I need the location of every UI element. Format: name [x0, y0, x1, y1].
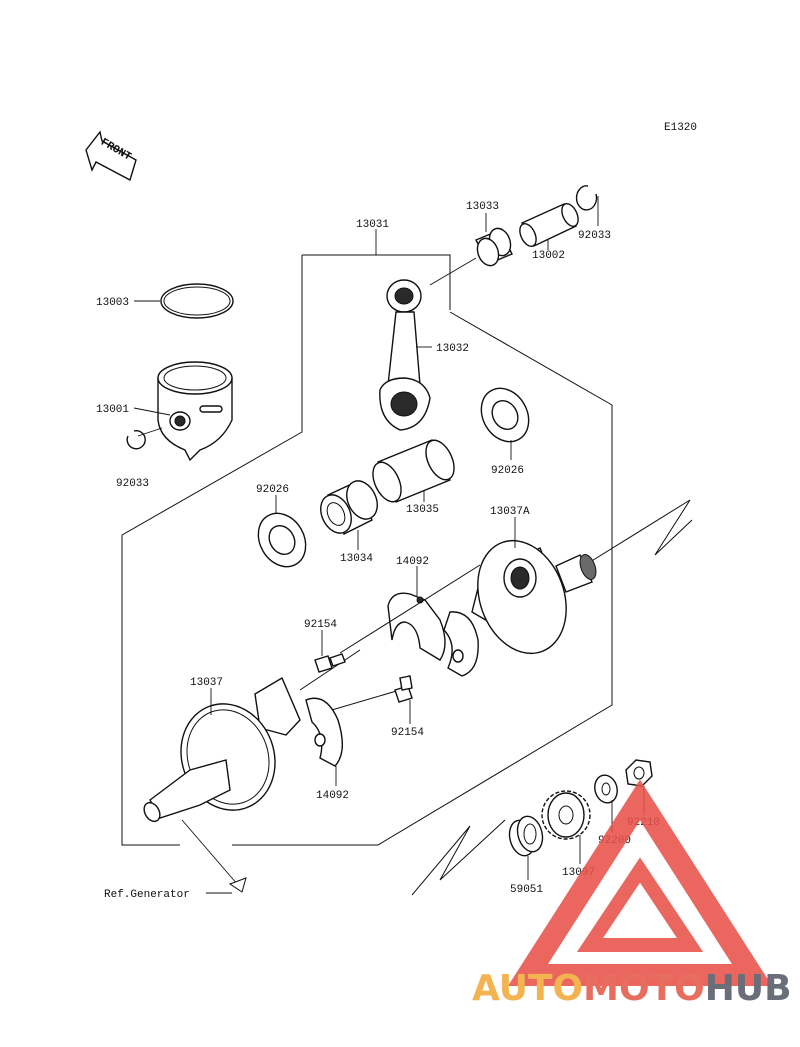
front-arrow-icon: FRONT	[85, 130, 137, 182]
connecting-rod	[379, 279, 432, 431]
label-92026-right: 92026	[491, 465, 524, 477]
counterweight-top	[387, 566, 479, 677]
piston-ring	[134, 283, 234, 319]
bolt-top	[314, 630, 346, 673]
crank-gear	[541, 790, 591, 864]
label-13002: 13002	[532, 250, 565, 262]
label-13033: 13033	[466, 201, 499, 213]
label-92033-top: 92033	[578, 230, 611, 242]
crank-assembly-lines	[299, 564, 481, 713]
label-13035: 13035	[406, 504, 439, 516]
big-end-bearing	[320, 480, 378, 550]
label-92033-left: 92033	[116, 478, 149, 490]
gear-group-lines	[411, 819, 506, 896]
ref-generator-pointer	[181, 819, 247, 894]
circlip-left	[126, 427, 163, 450]
label-13037: 13037	[190, 677, 223, 689]
label-92026-left: 92026	[256, 484, 289, 496]
label-13037A: 13037A	[490, 506, 530, 518]
small-end-bearing	[429, 213, 513, 286]
counterweight-bottom	[305, 697, 343, 786]
diagram-code: E1320	[664, 122, 697, 134]
label-92154-bottom: 92154	[391, 727, 424, 739]
crank-pin	[372, 439, 455, 503]
crank-half-right	[471, 517, 597, 655]
needle-bearing-gear	[508, 815, 544, 880]
label-13003: 13003	[96, 297, 129, 309]
label-92154-top: 92154	[304, 619, 337, 631]
watermark-auto: AUTOMOTOHUB	[472, 968, 792, 1009]
assembly-bracket	[121, 229, 693, 846]
nut	[625, 759, 653, 815]
label-14092-bottom: 14092	[316, 790, 349, 802]
label-13031: 13031	[356, 219, 389, 231]
ref-generator-label: Ref.Generator	[104, 889, 190, 901]
circlip-top	[575, 185, 599, 226]
piston	[133, 361, 233, 462]
piston-pin	[519, 203, 579, 250]
crank-half-left	[143, 676, 301, 823]
thrust-washer-left	[257, 495, 307, 568]
label-13001: 13001	[96, 404, 129, 416]
label-13034: 13034	[340, 553, 373, 565]
thrust-washer-right	[480, 387, 530, 460]
bolt-bottom	[394, 675, 413, 724]
label-59051: 59051	[510, 884, 543, 896]
label-13032: 13032	[436, 343, 469, 355]
watermark-logo: AUTOMOTOHUB	[472, 779, 792, 1009]
label-14092-top: 14092	[396, 556, 429, 568]
